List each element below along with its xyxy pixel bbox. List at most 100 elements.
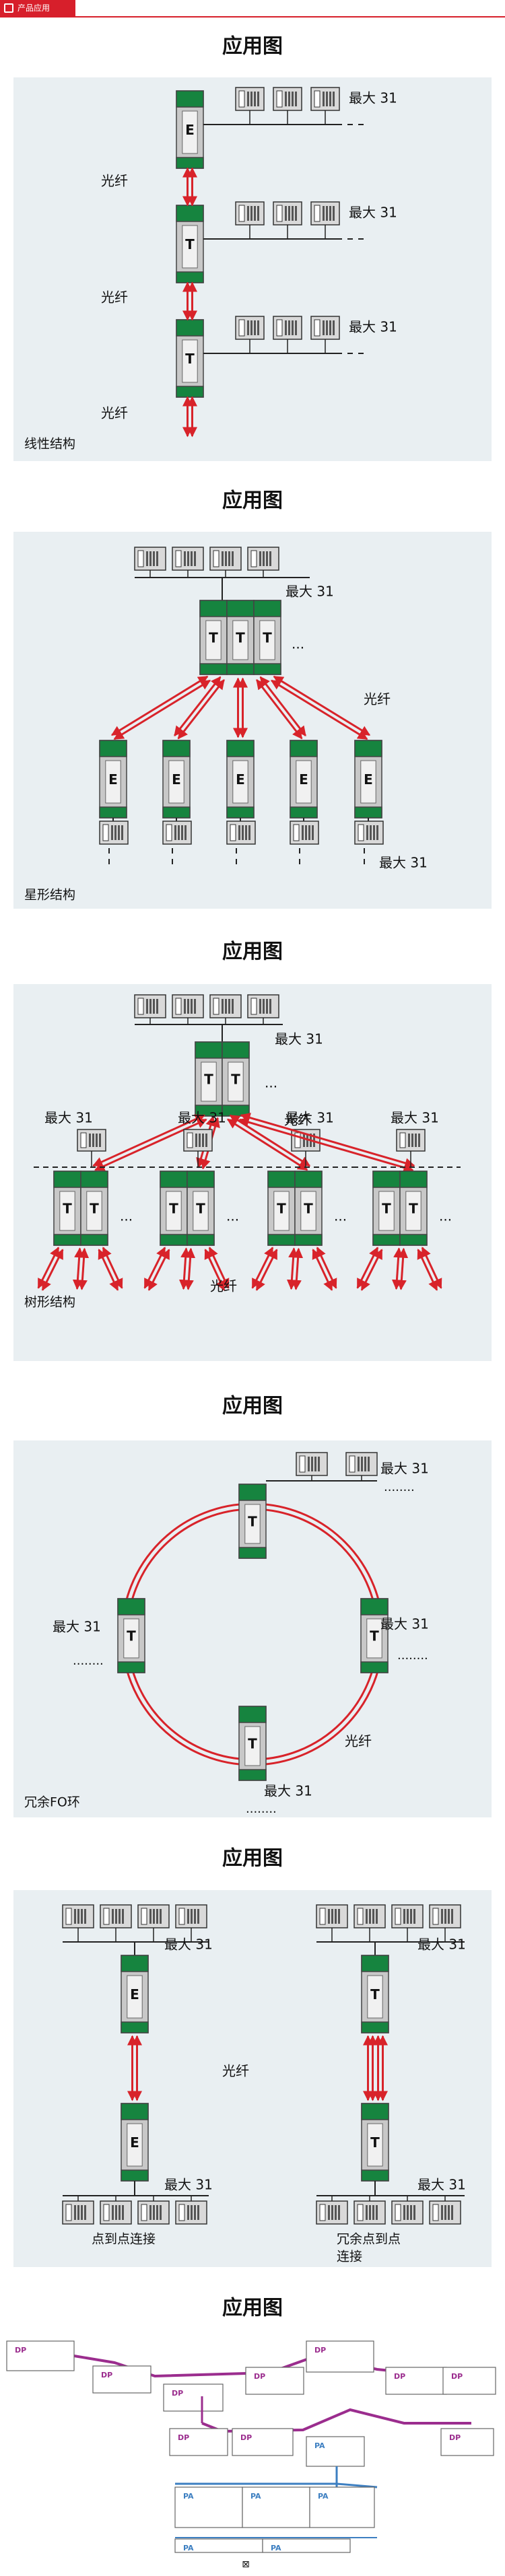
module-face bbox=[182, 110, 198, 154]
max-devices-label: 最大 31 bbox=[417, 2177, 466, 2193]
module-face bbox=[244, 1504, 261, 1544]
device-pin bbox=[122, 2205, 124, 2220]
field-device bbox=[137, 1904, 170, 1928]
max-devices-label: 最大 31 bbox=[264, 1783, 312, 1799]
device-slot bbox=[80, 1132, 87, 1148]
device-pin bbox=[333, 320, 335, 335]
bus-terminator-icon: ⊠ bbox=[242, 2559, 250, 2570]
max-devices-label: 最大 31 bbox=[380, 1461, 429, 1477]
module-face bbox=[166, 1191, 182, 1231]
converter-module-t: T bbox=[53, 1171, 81, 1246]
device-pin bbox=[250, 92, 252, 106]
module-letter: E bbox=[236, 771, 245, 788]
topology-caption: 线性结构 bbox=[24, 437, 75, 452]
module-face bbox=[86, 1191, 102, 1231]
module-face bbox=[367, 2123, 383, 2167]
device-pin bbox=[146, 551, 148, 566]
max-devices-label: 最大 31 bbox=[53, 1619, 101, 1635]
continuation-dots: ........ bbox=[397, 1648, 428, 1663]
field-device bbox=[391, 1904, 424, 1928]
device-pin bbox=[254, 320, 256, 335]
field-device bbox=[429, 2200, 461, 2225]
module-letter: T bbox=[236, 630, 245, 646]
field-device bbox=[310, 87, 340, 111]
device-pin bbox=[248, 825, 250, 840]
converter-module-t: T bbox=[399, 1171, 428, 1246]
bus-node-box: DP bbox=[6, 2340, 75, 2371]
bus-node-label: PA bbox=[271, 2544, 281, 2552]
field-device bbox=[183, 1129, 213, 1152]
fiber-link bbox=[183, 1247, 196, 1290]
device-slot bbox=[238, 319, 245, 337]
device-pin bbox=[418, 1134, 420, 1147]
module-face bbox=[360, 760, 376, 804]
device-pin bbox=[295, 320, 297, 335]
device-pin bbox=[89, 1134, 91, 1147]
module-face bbox=[273, 1191, 290, 1231]
device-pin bbox=[199, 1134, 201, 1147]
header-badge-label: 产品应用 bbox=[18, 3, 50, 13]
field-device bbox=[310, 316, 340, 340]
module-face bbox=[232, 760, 248, 804]
device-pin bbox=[288, 206, 290, 221]
device-pin bbox=[285, 320, 287, 335]
module-top bbox=[226, 600, 255, 617]
module-face bbox=[201, 1061, 217, 1102]
field-device bbox=[137, 2200, 170, 2225]
field-device bbox=[134, 547, 166, 571]
converter-module-e: E bbox=[99, 740, 127, 819]
module-letter: T bbox=[263, 630, 272, 646]
field-device bbox=[62, 2200, 94, 2225]
field-device bbox=[162, 821, 192, 845]
device-pin bbox=[149, 551, 152, 566]
device-slot bbox=[230, 824, 236, 841]
device-pin bbox=[160, 2205, 162, 2220]
device-pin bbox=[451, 2205, 453, 2220]
device-pin bbox=[205, 1134, 207, 1147]
module-bottom bbox=[176, 271, 204, 283]
device-pin bbox=[254, 206, 256, 221]
device-slot bbox=[103, 2204, 110, 2221]
device-pin bbox=[119, 2205, 121, 2220]
converter-module-e: E bbox=[290, 740, 318, 819]
converter-module-t: T bbox=[176, 319, 204, 398]
module-letter: T bbox=[204, 1072, 213, 1088]
module-bottom bbox=[253, 663, 281, 675]
device-pin bbox=[288, 320, 290, 335]
device-pin bbox=[326, 92, 328, 106]
field-device bbox=[247, 547, 279, 571]
header-badge: 产品应用 bbox=[0, 0, 75, 16]
device-pin bbox=[184, 551, 186, 566]
device-pin bbox=[403, 2205, 405, 2220]
module-top bbox=[187, 1171, 215, 1188]
device-pin bbox=[269, 999, 271, 1014]
module-bottom bbox=[399, 1234, 428, 1246]
device-pin bbox=[149, 999, 152, 1014]
module-bottom bbox=[99, 806, 127, 819]
device-pin bbox=[174, 825, 176, 840]
device-pin bbox=[323, 92, 325, 106]
bus-node-box: PA bbox=[174, 2486, 243, 2528]
max-devices-label: 最大 31 bbox=[275, 1031, 323, 1047]
bus-node-label: DP bbox=[254, 2372, 265, 2381]
converter-module-t: T bbox=[117, 1598, 145, 1673]
max-devices-label: 最大 31 bbox=[349, 319, 397, 335]
bus-node-label: DP bbox=[172, 2389, 183, 2398]
device-pin bbox=[329, 92, 331, 106]
device-pin bbox=[187, 2205, 189, 2220]
device-pin bbox=[153, 2205, 155, 2220]
fiber-link bbox=[147, 1249, 170, 1291]
field-device bbox=[296, 1452, 328, 1476]
converter-module-e: E bbox=[354, 740, 382, 819]
device-pin bbox=[376, 2205, 378, 2220]
bus-node-frame bbox=[174, 2486, 243, 2528]
module-face bbox=[366, 1618, 382, 1659]
device-pin bbox=[121, 825, 123, 840]
device-pin bbox=[232, 999, 234, 1014]
continuation-dots: ... bbox=[120, 1208, 133, 1224]
converter-module-t: T bbox=[267, 1171, 296, 1246]
module-top bbox=[176, 319, 204, 337]
bus-node-box: PA bbox=[262, 2538, 351, 2553]
module-top bbox=[162, 740, 191, 757]
